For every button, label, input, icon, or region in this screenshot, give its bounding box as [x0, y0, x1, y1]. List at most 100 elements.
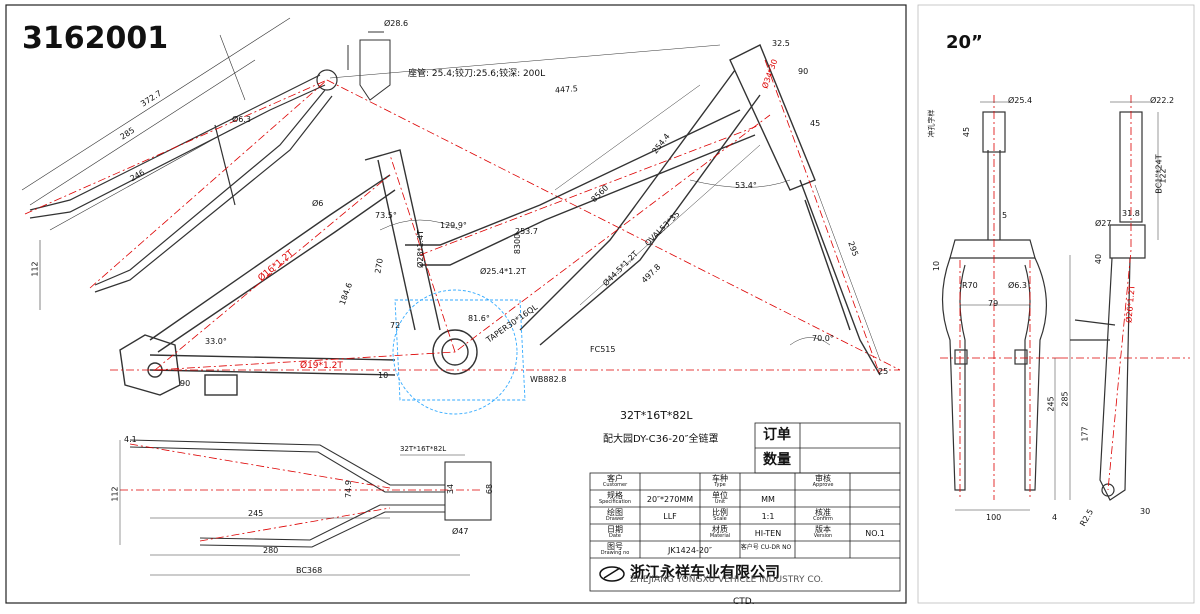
dim-label: 253.7	[515, 227, 538, 236]
wheel-size: 20”	[946, 32, 983, 53]
main-dims	[329, 44, 881, 361]
dim-label: 90	[180, 379, 191, 388]
dim-label: 74.9	[343, 480, 353, 498]
company-logo	[599, 566, 625, 582]
dim-label: 25	[878, 367, 889, 376]
rear-stay-centerlines	[24, 79, 901, 371]
dim-label: Ø6.3	[232, 115, 252, 124]
fork-side-centerlines	[1060, 95, 1190, 491]
dim-label: 10	[378, 371, 389, 380]
drawing-no-value: JK1424-20″	[667, 546, 713, 555]
dim-label: 72	[390, 321, 401, 330]
dim-label: Ø6.3	[1008, 281, 1028, 290]
dim-label: 100	[986, 513, 1002, 522]
chain-spec: 32T*16T*82L	[620, 409, 693, 422]
dim-label: Ø28*1.4T	[416, 229, 426, 269]
dim-label: BC368	[296, 566, 323, 575]
dim-label: 177	[1080, 426, 1090, 442]
dim-label: Ø25.4*1.2T	[480, 267, 526, 276]
quantity-label: 数量	[763, 452, 791, 468]
dim-label: 90	[798, 67, 809, 76]
dim-label: 280	[263, 546, 279, 555]
drawing-number: 3162001	[22, 21, 169, 56]
dim-label: 冲孔字样	[927, 109, 936, 138]
dim-label: 79	[988, 299, 999, 308]
dim-label: 112	[110, 486, 120, 502]
dim-label: 34	[446, 483, 456, 495]
dim-label: 4	[1052, 513, 1058, 522]
main-border	[5, 4, 907, 604]
chainguard-outline	[392, 289, 526, 415]
dim-label: Ø25.4	[1008, 96, 1033, 105]
chainstay-centerlines	[120, 443, 480, 542]
scale-value: 1:1	[761, 512, 775, 521]
dim-label: 245	[248, 509, 264, 518]
company-name-cn: 浙江永祥车业有限公司	[630, 563, 781, 581]
order-label: 订单	[763, 427, 791, 443]
seat-tube-diameter: Ø28.6	[384, 19, 409, 28]
dim-label: R70	[962, 281, 978, 290]
dim-label: WB882.8	[530, 375, 567, 384]
seat-tube-note: 座管: 25.4;铰刀:25.6;铰深: 200L	[408, 69, 546, 79]
dim-label: FC515	[590, 345, 616, 354]
dim-label: 31.8	[1122, 209, 1140, 218]
material-value: HI-TEN	[754, 529, 782, 538]
dim-label: 245	[1046, 396, 1056, 412]
dim-label: 33.0°	[205, 337, 227, 346]
fork-front-view	[941, 111, 1047, 491]
dim-label: 81.6°	[468, 314, 490, 323]
fork-dims	[955, 101, 1159, 511]
dim-label: 70.0°	[812, 334, 834, 343]
dim-label: Ø22.2	[1150, 96, 1175, 105]
dim-label: 4.1	[124, 435, 137, 444]
dim-label: 10	[932, 260, 942, 272]
spec-value: 20″*270MM	[646, 495, 694, 504]
dim-label: 30	[1140, 507, 1151, 516]
chainstay-view	[129, 439, 492, 548]
dim-label: 32T*16T*82L	[400, 445, 447, 453]
company-name-en-suffix: CTD.	[733, 597, 755, 607]
customer-no-label: 客户号 CU-DR NO	[740, 544, 792, 551]
fork-border	[917, 4, 1195, 604]
dim-label: 112	[30, 261, 40, 277]
rear-stay-view	[29, 69, 338, 293]
company-name-en: ZHEJIANG YONGXU VEHICLE INDUSTRY CO.	[630, 575, 824, 585]
drawer-value: LLF	[663, 512, 677, 521]
version-value: NO.1	[865, 529, 885, 538]
dim-label: 45	[962, 126, 972, 138]
seat-tube-detail	[347, 31, 391, 101]
chainstay-dims	[119, 440, 470, 576]
fork-centerlines	[940, 95, 1060, 500]
dim-label: 45	[810, 119, 821, 128]
dim-label: Ø6	[312, 199, 324, 208]
dim-label: 40	[1094, 253, 1104, 265]
dim-label: Ø19*1.2T	[300, 361, 343, 371]
dim-label: 73.5°	[375, 211, 397, 220]
dim-label: 129.9°	[440, 221, 467, 230]
dim-label: 285	[1060, 391, 1070, 407]
dim-label: 8300	[513, 233, 523, 255]
dim-label: Ø27	[1095, 219, 1112, 228]
dim-label: Ø47	[452, 527, 469, 536]
dim-label: 68	[485, 483, 495, 495]
title-block-grid	[589, 422, 901, 592]
dim-label: 32.5	[772, 39, 790, 48]
dim-label: 122	[1158, 168, 1168, 184]
unit-value: MM	[761, 495, 775, 504]
rear-stay-dims	[21, 17, 291, 310]
dim-label: 5	[1002, 211, 1008, 220]
main-centerlines	[110, 59, 900, 376]
